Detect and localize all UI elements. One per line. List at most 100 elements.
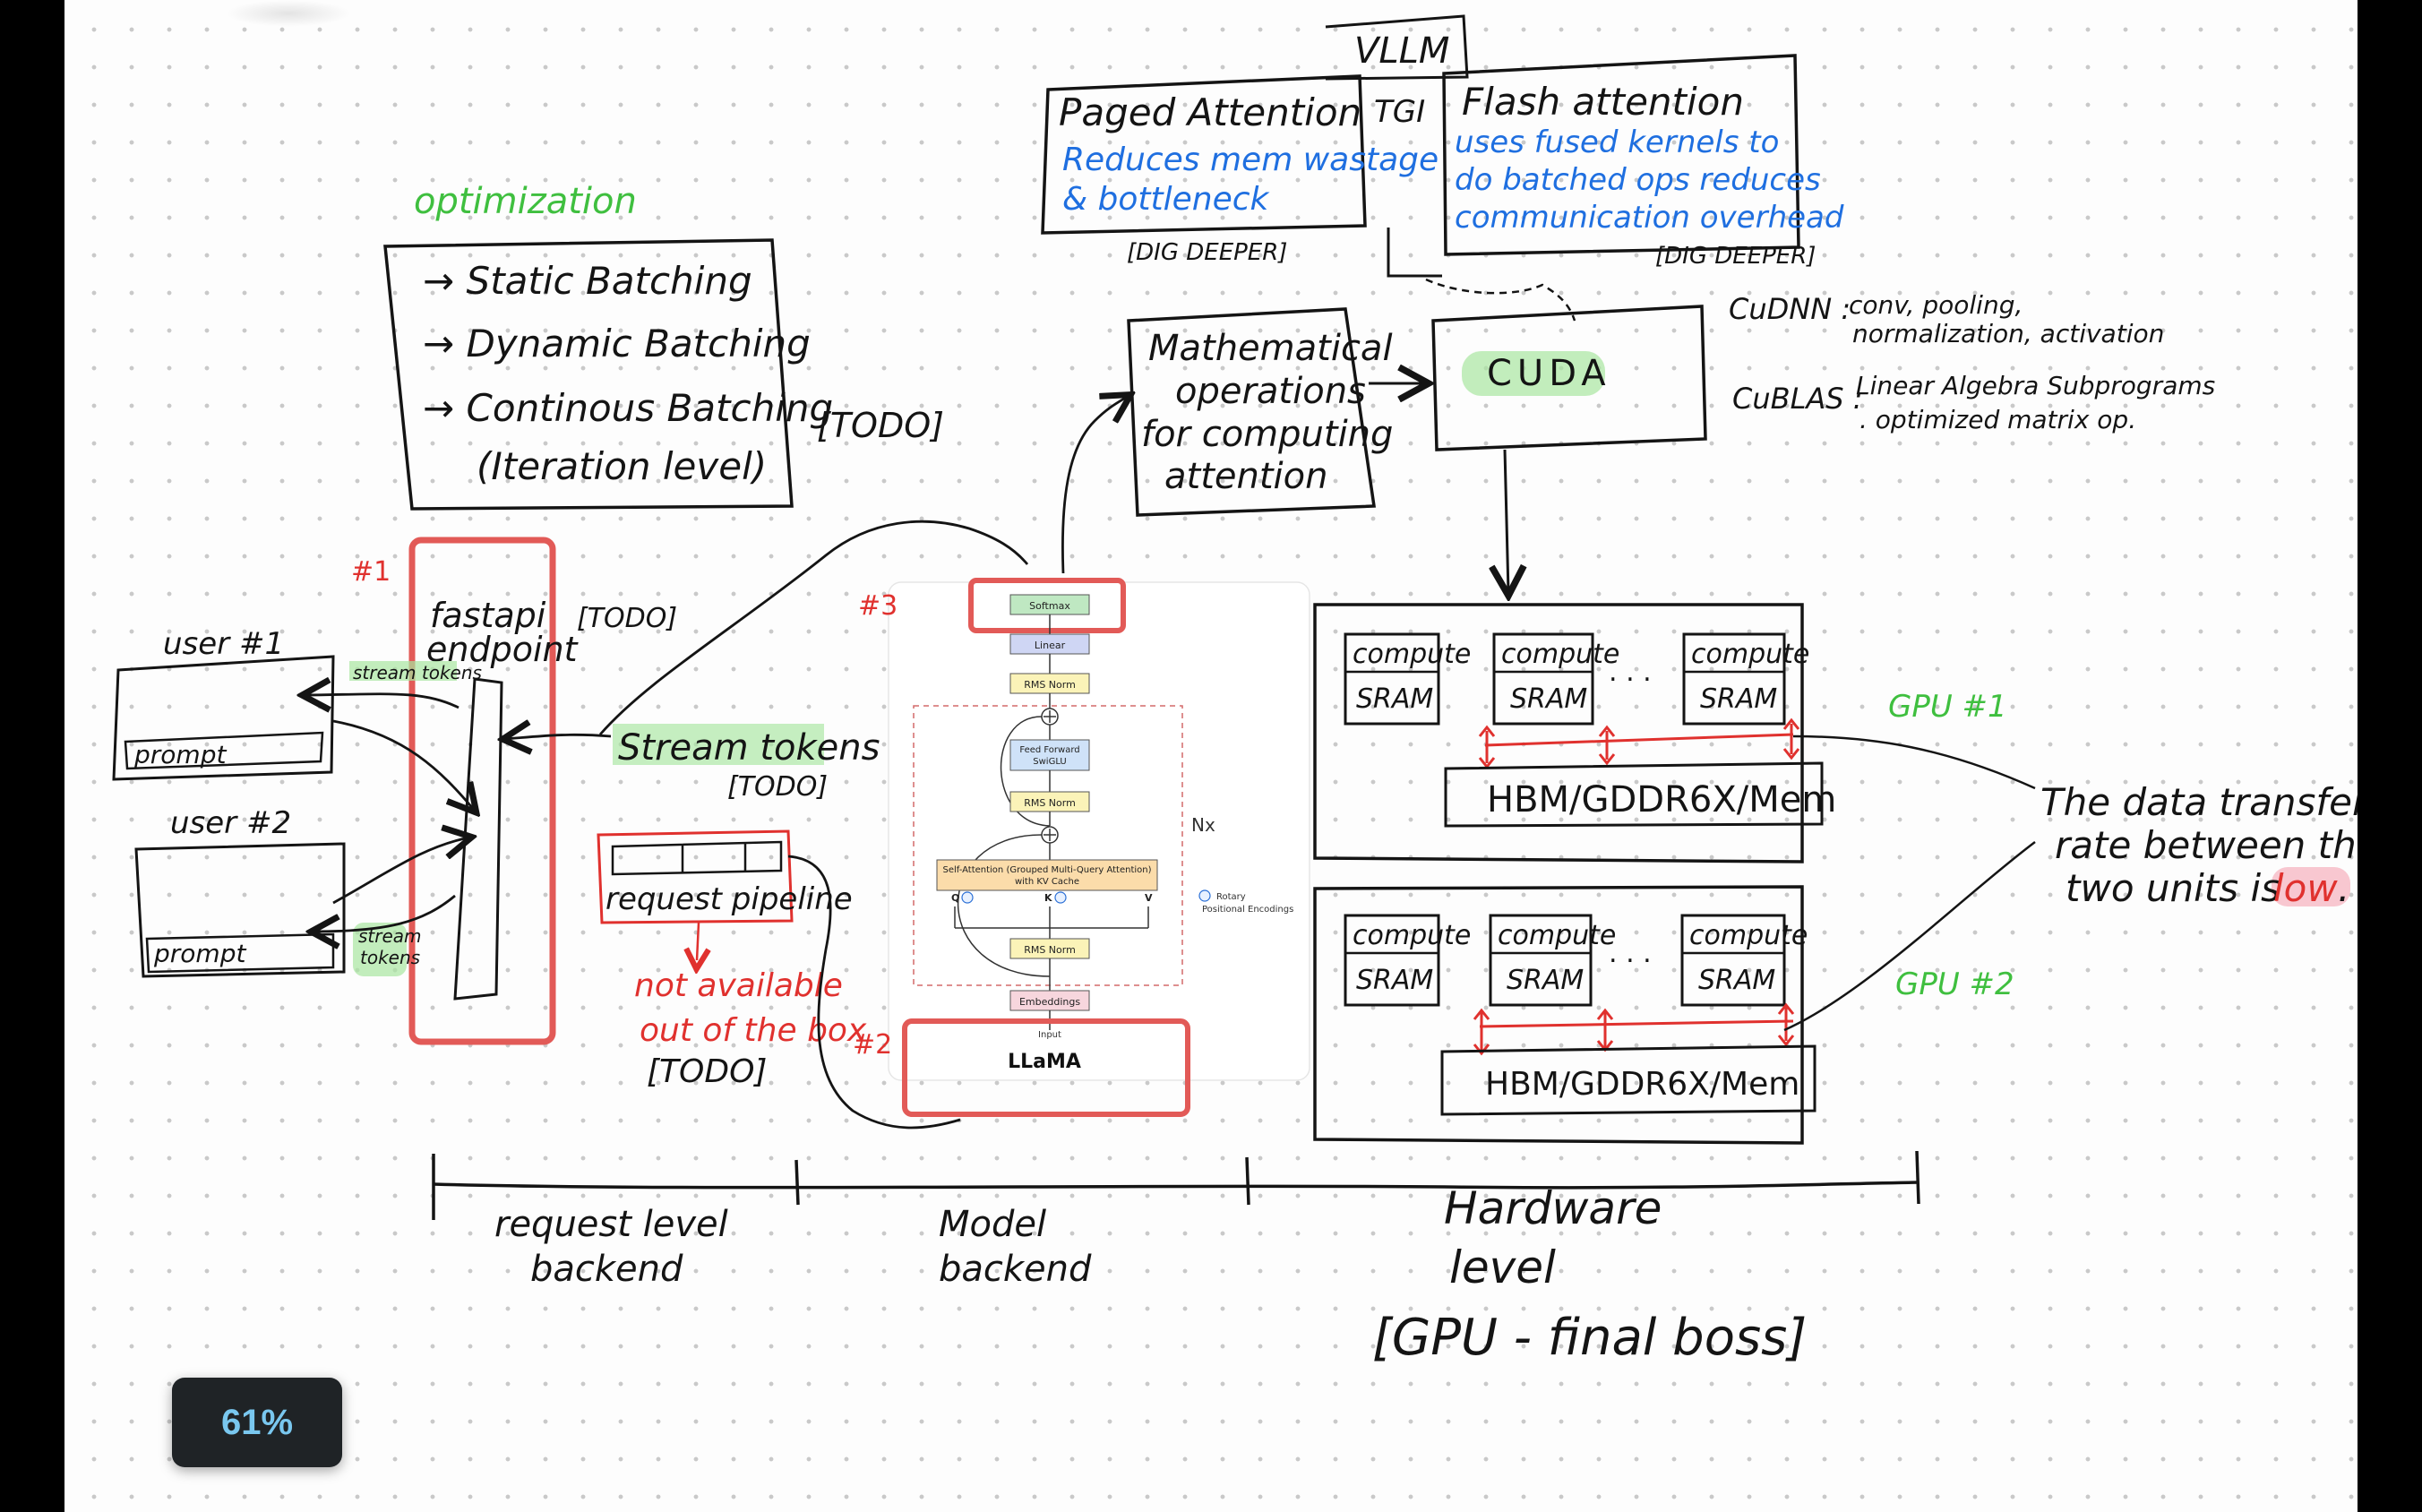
rotary-legend-line1: Rotary [1216,892,1246,902]
connector-pipeline-to-llama [787,855,961,1130]
fastapi-highlight-box [408,537,556,1045]
user-arrows [305,694,475,932]
gpu1-unit-2: compute SRAM [1492,632,1619,726]
request-level-line1: request level [494,1204,728,1245]
residual-add-bottom-glyph [1044,829,1056,841]
gpu2-unit-2-compute: compute [1498,920,1616,951]
transfer-note-line2: rate between these [2055,823,2358,867]
gpu2-interconnect-line [1479,1019,1794,1028]
arrow-user1-to-endpoint [332,719,475,811]
arrow-pipeline-to-note [697,922,699,960]
paged-attention-desc-line1: Reduces mem wastage [1062,142,1439,178]
pipeline-note-line1: not available [634,967,843,1004]
gpu2-box [1313,885,1804,1145]
gpu1-ellipsis: . . . [1609,657,1652,688]
residual-skip-bottom [957,834,1051,977]
gpu2-unit-3-sram: SRAM [1698,965,1775,996]
gpu2-memory-label: HBM/GDDR6X/Mem [1485,1066,1799,1103]
block-rmsnorm-final-label: RMS Norm [1024,679,1076,691]
attention-v-label: V [1145,892,1153,904]
block-softmax-label: Softmax [1029,600,1070,612]
gpu2-unit-2-frame [1489,914,1593,1007]
user1-group: user #1 prompt stream tokens [112,626,482,781]
gpu2-unit-1-sram: SRAM [1356,965,1433,996]
arrow-cuda-to-gpu [1505,449,1508,593]
vllm-tab [1325,14,1469,81]
gpu2-unit-1-compute: compute [1353,920,1471,951]
gpu2-unit-2-sram: SRAM [1507,965,1584,996]
gpu2-unit-3-frame [1680,914,1786,1007]
user2-label: user #2 [170,805,291,841]
arrow-endpoint-to-user1 [305,694,459,708]
gpu1-memory-label: HBM/GDDR6X/Mem [1487,779,1836,820]
gpu1-interconnect-verticals [1485,724,1793,763]
residual-skip-top [1000,716,1051,827]
paged-attention-desc-line2: & bottleneck [1062,181,1271,218]
user2-prompt-text: prompt [153,939,246,968]
math-ops-box [1127,307,1377,517]
gpu2-ellipsis: . . . [1609,938,1652,969]
decoder-block-frame [913,705,1183,986]
user2-stream-highlight [353,923,407,976]
rotary-legend-icon [1198,889,1211,902]
gpu2-unit-3: compute SRAM [1680,914,1808,1007]
gpu2-unit-1: compute SRAM [1344,914,1471,1007]
marker-2: #2 [853,1029,892,1061]
user1-prompt-text: prompt [133,740,227,769]
fastapi-endpoint-bar [453,677,503,1001]
math-ops-line4: attention [1164,456,1327,497]
gpu1-unit-3-frame [1682,632,1786,726]
hardware-level-line2: level [1449,1241,1556,1293]
math-ops-line1: Mathematical [1148,328,1393,369]
request-level-line2: backend [530,1249,683,1290]
llama-title: LLaMA [1008,1051,1081,1073]
model-level-line2: backend [939,1249,1092,1290]
transfer-note-emph: low [2273,866,2338,910]
user1-prompt-field [124,731,324,770]
user1-label: user #1 [163,626,284,662]
block-rmsnorm-ffn-label: RMS Norm [1024,797,1076,809]
gpu2-unit-3-compute: compute [1689,920,1808,951]
arrow-stream-to-endpoint [505,735,612,739]
gpu1-unit-1-sram: SRAM [1356,683,1433,715]
whiteboard-canvas[interactable]: optimization → Static Batching → Dynamic… [64,0,2358,1512]
stream-pipeline-group: Stream tokens [TODO] request pipeline no… [505,520,1029,1130]
block-feed-forward-line2: SwiGLU [1033,757,1066,767]
decoder-nx-label: Nx [1191,814,1215,836]
arrow-endpoint-to-user2 [313,894,456,932]
user1-stream-label: stream tokens [353,662,482,683]
vllm-group: VLLM TGI Paged Attention Reduces mem was… [1041,14,1844,322]
cudnn-desc-line2: normalization, activation [1852,319,2164,348]
paged-attention-title: Paged Attention [1059,90,1361,134]
gpu1-label: GPU #1 [1888,689,2007,725]
dashed-link-to-cuda [1425,278,1576,322]
cuda-label: CUDA [1487,353,1611,394]
flash-attention-desc-line3: communication overhead [1455,200,1844,236]
block-self-attention [936,859,1158,891]
block-feed-forward [1009,739,1090,771]
block-embeddings-label: Embeddings [1019,996,1080,1008]
vllm-title: VLLM [1354,30,1449,72]
user1-stream-highlight [349,661,457,681]
request-queue [611,840,783,876]
cuda-box [1431,305,1707,451]
llama-architecture: #3 Softmax Linear RMS Norm Nx Feed Forwa… [853,578,1310,1117]
optimization-item-iteration: (Iteration level) [477,444,767,488]
optimization-item-dynamic: → Dynamic Batching [423,322,811,365]
levels-axis-line [433,1181,1920,1190]
math-ops-line2: operations [1175,371,1366,412]
optimization-title: optimization [414,181,637,222]
rotary-k-icon [1054,891,1067,904]
block-self-attention-line2: with KV Cache [1015,877,1079,887]
gpu1-unit-3-sram: SRAM [1700,683,1777,715]
flash-attention-tag: [DIG DEEPER] [1655,243,1816,270]
fastapi-group: #1 fastapi endpoint [TODO] [351,537,677,1045]
paged-attention-box [1041,74,1367,235]
note-connector-gpu2 [1783,841,2036,1032]
gpu-final-boss-label: [GPU - final boss] [1372,1309,1807,1367]
zoom-level-button[interactable]: 61% [172,1378,342,1467]
gpu1-unit-2-frame [1492,632,1594,726]
gpu1-unit-2-sram: SRAM [1510,683,1587,715]
softmax-highlight [968,578,1126,633]
llama-input-label: Input [1038,1030,1061,1040]
